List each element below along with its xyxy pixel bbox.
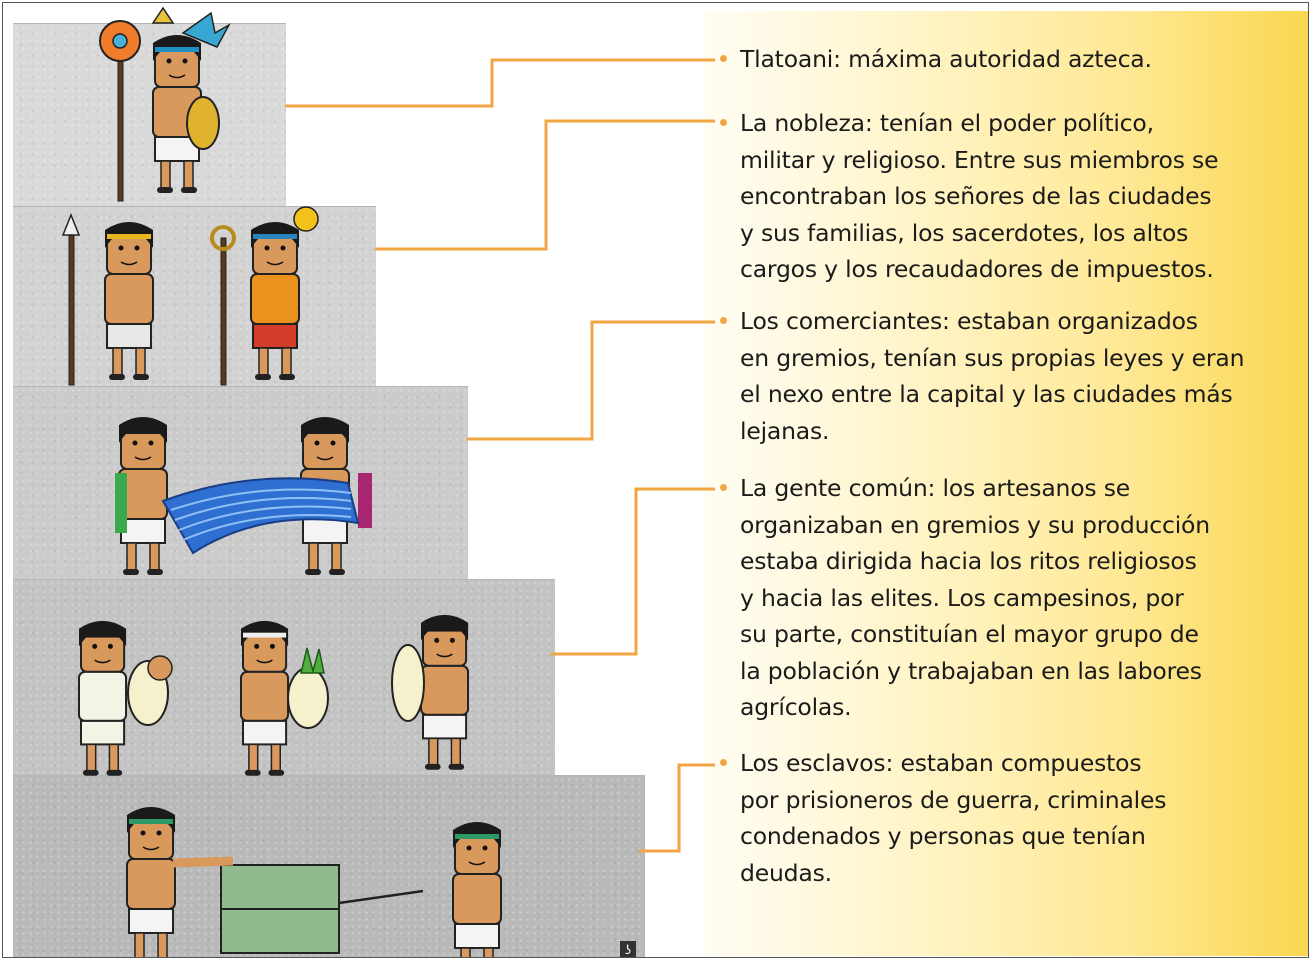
connector-line	[375, 119, 715, 251]
bullet-dot	[720, 759, 727, 767]
description-merchants-trading-cloth: Los comerciantes: estaban organizados en …	[740, 303, 1244, 449]
porter-figure	[420, 614, 470, 770]
description-line: en gremios, tenían sus propias leyes y e…	[740, 343, 1245, 372]
illustrations	[61, 6, 502, 957]
description-line: encontraban los señores de las ciudades	[740, 182, 1212, 210]
description-line: La nobleza: tenían el poder político,	[740, 109, 1154, 137]
crop-leaves-icon	[300, 647, 325, 674]
copyright-icon: ʖ	[620, 941, 636, 957]
priest-staff-icon	[220, 237, 227, 386]
description-line: el nexo entre la capital y las ciudades …	[740, 380, 1233, 408]
carried-bundle-icon	[391, 644, 425, 722]
priest-figure	[250, 222, 300, 380]
cloth-stripe	[182, 514, 352, 541]
sun-flower-center	[112, 33, 128, 49]
connector-line	[639, 763, 715, 853]
bullet-dot	[720, 55, 727, 63]
description-line: cargos y los recaudadores de impuestos.	[740, 255, 1214, 283]
gold-headpiece-icon	[293, 206, 319, 232]
description-line: deudas.	[740, 858, 832, 887]
description-line: condenados y personas que tenían	[740, 822, 1146, 850]
description-slaves-pulling-block: Los esclavos: estaban compuestos por pris…	[740, 745, 1166, 891]
cloth-stripe	[170, 488, 352, 511]
description-line: Los esclavos: estaban compuestos	[740, 749, 1142, 777]
description-line: su parte, constituían el mayor grupo de	[740, 620, 1199, 648]
connector-line	[551, 487, 715, 656]
description-tlatoani-ruler: Tlatoani: máxima autoridad azteca.	[740, 41, 1152, 78]
blue-cloth-icon	[161, 477, 360, 555]
description-line: organizaban en gremios y su producción	[740, 510, 1210, 539]
green-cape-icon	[115, 473, 127, 533]
rope-line	[338, 889, 424, 905]
mother-figure	[78, 620, 128, 776]
cloth-stripe	[174, 497, 352, 521]
merchant-left-figure	[118, 417, 168, 575]
shield-icon	[186, 96, 220, 150]
magenta-cape-icon	[358, 473, 372, 528]
bullet-dot	[720, 119, 727, 127]
description-line: lejanas.	[740, 416, 830, 445]
connector-line	[285, 58, 715, 108]
noble-warrior-figure	[104, 222, 154, 380]
description-line: agrícolas.	[740, 693, 852, 721]
spear-tip-icon	[61, 212, 81, 236]
description-line: Tlatoani: máxima autoridad azteca.	[740, 45, 1152, 73]
bullet-dot	[720, 317, 727, 325]
description-line: y sus familias, los sacerdotes, los alto…	[740, 218, 1189, 247]
slave-right-figure	[452, 822, 502, 957]
connector-line	[467, 320, 715, 441]
description-line: la población y trabajaban en las labores	[740, 656, 1202, 685]
description-line: La gente común: los artesanos se	[740, 474, 1131, 502]
description-commoners-carrying-loads: La gente común: los artesanos se organiza…	[740, 470, 1210, 726]
bullet-dot	[720, 484, 727, 492]
farmer-figure	[240, 620, 290, 776]
description-line: Los comerciantes: estaban organizados	[740, 307, 1198, 335]
description-line: y hacia las elites. Los campesinos, por	[740, 583, 1184, 612]
description-line: militar y religioso. Entre sus miembros …	[740, 145, 1219, 174]
cloth-stripe	[178, 505, 352, 531]
priest-staff-crook	[210, 225, 236, 251]
slave-left-figure	[126, 807, 176, 957]
description-line: estaba dirigida hacia los ritos religios…	[740, 547, 1197, 575]
arm-shape	[172, 856, 234, 868]
feather-headdress-icon	[181, 11, 231, 48]
baby-icon	[147, 655, 173, 681]
connector-lines	[285, 58, 715, 853]
description-noble-warrior-and-priest: La nobleza: tenían el poder político, mil…	[740, 105, 1219, 288]
crown-icon	[151, 6, 175, 24]
pyramid-tier-tlatoani	[13, 23, 286, 207]
description-line: por prisioneros de guerra, criminales	[740, 785, 1167, 814]
description-panel	[703, 11, 1308, 956]
